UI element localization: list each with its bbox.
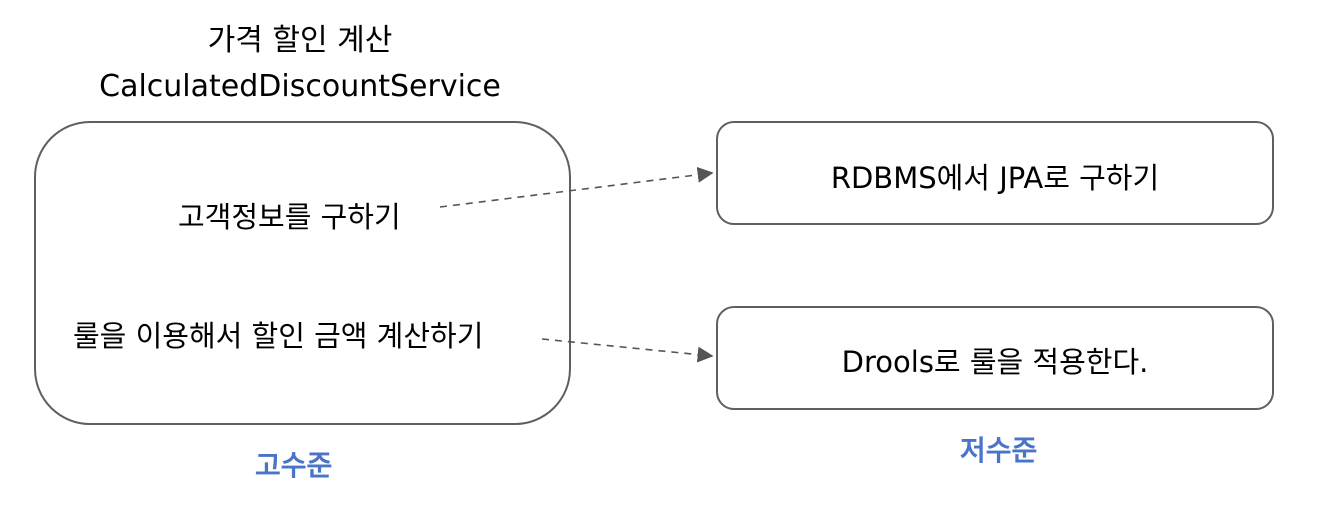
drools-rule-label: Drools로 룰을 적용한다. — [841, 345, 1149, 379]
diagram-title: 가격 할인 계산 CalculatedDiscountService — [60, 18, 540, 110]
task-get-customer-info: 고객정보를 구하기 — [178, 200, 401, 234]
high-level-service-box — [34, 121, 571, 425]
high-level-label: 고수준 — [255, 449, 333, 482]
arrow-discount-to-drools — [541, 338, 714, 363]
arrow-customer-to-rdbms — [439, 166, 714, 208]
low-level-drools-box — [716, 306, 1274, 410]
low-level-label: 저수준 — [960, 434, 1038, 467]
title-korean: 가격 할인 계산 — [207, 23, 393, 58]
title-service-name: CalculatedDiscountService — [99, 69, 501, 104]
low-level-rdbms-box — [716, 121, 1274, 225]
rdbms-jpa-label: RDBMS에서 JPA로 구하기 — [830, 161, 1160, 195]
task-calculate-discount: 룰을 이용해서 할인 금액 계산하기 — [73, 319, 484, 353]
